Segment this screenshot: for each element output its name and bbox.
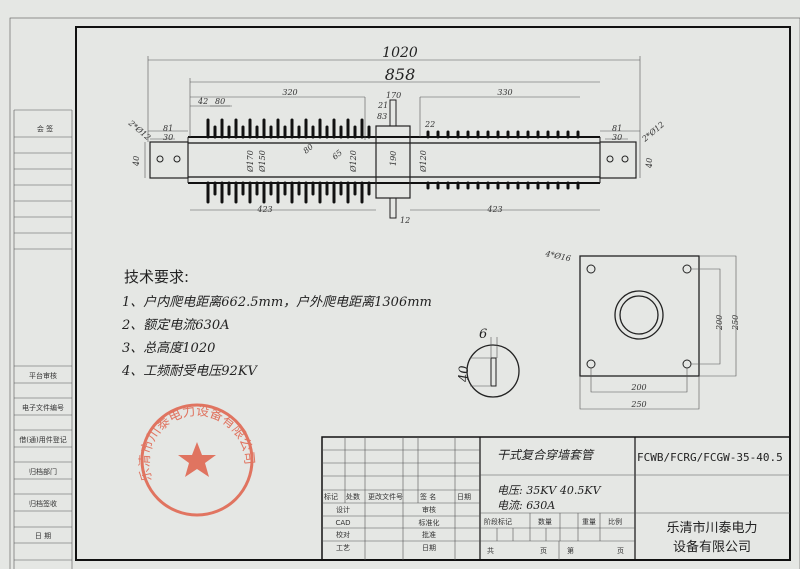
dim-overall: 1020: [382, 45, 418, 61]
dim-42: 42: [197, 97, 208, 106]
product-name: 干式复合穿墙套管: [497, 448, 595, 462]
rev-header: 更改文件号: [368, 492, 403, 501]
role-label: 设计: [336, 505, 350, 514]
dim-slot-width: 6: [479, 327, 487, 342]
model-number: FCWB/FCRG/FCGW-35-40.5: [637, 451, 783, 464]
dim-81-right: 81: [612, 124, 622, 133]
dim-plate-holes: 4*Ø16: [544, 249, 572, 263]
company-seal: 乐清市川泰电力设备有限公司: [138, 403, 256, 517]
requirement-item: 4、工频耐受电压92KV: [121, 364, 259, 379]
sheet-label: 页: [540, 547, 547, 555]
bushing-side-view: [149, 99, 637, 219]
technical-requirements: 技术要求: 1、户内爬电距离662.5mm，户外爬电距离1306mm 2、额定电…: [121, 268, 432, 379]
dim-30-left: 30: [163, 133, 173, 142]
side-row-label: 归档部门: [29, 467, 57, 476]
requirement-item: 2、额定电流630A: [121, 317, 229, 333]
sheet-label: 第: [567, 546, 574, 555]
voltage-rating: 电压: 35KV 40.5KV: [497, 484, 602, 497]
dim-40-right: 40: [645, 158, 654, 169]
dim-holes-right: 2*Ø12: [640, 120, 666, 144]
inner-frame: [75, 26, 791, 561]
dim-12: 12: [400, 216, 410, 225]
dim-423-left: 423: [256, 205, 272, 214]
requirement-item: 3、总高度1020: [122, 341, 215, 356]
outer-border: [9, 17, 800, 569]
side-row-label: 借(通)用件登记: [19, 435, 66, 444]
company-name-line2: 设备有限公司: [673, 539, 751, 555]
role-label: 日期: [422, 544, 436, 552]
sheet-label: 共: [487, 546, 494, 555]
stage-header: 阶段标记: [484, 517, 512, 526]
rev-header: 处数: [346, 492, 360, 501]
role-label: CAD: [335, 519, 350, 527]
conductor-end-view: 6 40: [457, 327, 520, 398]
rev-header: 日期: [457, 493, 471, 501]
dim-22: 22: [424, 120, 435, 129]
role-label: 标准化: [419, 518, 440, 527]
role-label: 校对: [336, 530, 350, 539]
dim-80: 80: [215, 97, 225, 106]
stage-header: 比例: [608, 517, 622, 526]
side-row-label: 归档签收: [29, 499, 57, 508]
dim-shed-right: 330: [497, 88, 512, 97]
requirements-title: 技术要求:: [124, 268, 189, 286]
dim-phi170: Ø170: [246, 150, 255, 173]
dim-holes-left: 2*Ø12: [126, 118, 152, 142]
stage-header: 数量: [538, 517, 552, 526]
mounting-plate-view: 200 250 200 250 4*Ø16: [544, 249, 740, 410]
side-panel: 会 签 平台审核 电子文件编号 借(通)用件登记 归档部门 归档签收 日 期: [13, 109, 73, 569]
dim-shed-left: 320: [282, 88, 297, 97]
dim-423-right: 423: [486, 205, 502, 214]
dim-hole-span-vertical: 200: [715, 315, 724, 331]
dim-21: 21: [377, 101, 388, 110]
dim-170: 170: [386, 91, 401, 100]
dim-40-left: 40: [132, 156, 141, 167]
side-row-label: 电子文件编号: [22, 403, 64, 412]
countersign-label: 会 签: [37, 124, 53, 133]
dim-hole-span-horizontal: 200: [630, 383, 646, 392]
dim-shed-65: 65: [331, 148, 345, 161]
dim-phi150: Ø150: [258, 150, 267, 173]
dim-190: 190: [389, 151, 398, 166]
dim-slot-height: 40: [457, 365, 472, 383]
role-label: 批准: [422, 530, 436, 539]
dim-shed-80: 80: [302, 142, 316, 155]
dim-83: 83: [377, 112, 387, 121]
current-rating: 电流: 630A: [497, 499, 555, 512]
dim-phi120-right: Ø120: [419, 150, 428, 173]
dim-30-right: 30: [612, 133, 622, 142]
side-row-label: 日 期: [35, 532, 51, 540]
rev-header: 签 名: [420, 492, 436, 501]
rev-header: 标记: [324, 492, 338, 501]
dim-81-left: 81: [163, 124, 173, 133]
dimension-lines: [144, 56, 641, 211]
requirement-item: 1、户内爬电距离662.5mm，户外爬电距离1306mm: [122, 294, 432, 310]
sheet-label: 页: [617, 547, 624, 555]
dim-body: 858: [385, 65, 416, 84]
dim-phi120-left: Ø120: [349, 150, 358, 173]
role-label: 工艺: [336, 544, 350, 552]
title-block: 标记 处数 更改文件号 签 名 日期 设计 CAD 校对 工艺 审核 标准化 批…: [321, 436, 791, 561]
dim-plate-size-vertical: 250: [731, 315, 740, 331]
side-row-label: 平台审核: [29, 371, 57, 380]
dim-plate-size-horizontal: 250: [630, 400, 646, 409]
stage-header: 重量: [582, 518, 596, 526]
company-name-line1: 乐清市川泰电力: [666, 520, 757, 536]
role-label: 审核: [422, 505, 436, 514]
